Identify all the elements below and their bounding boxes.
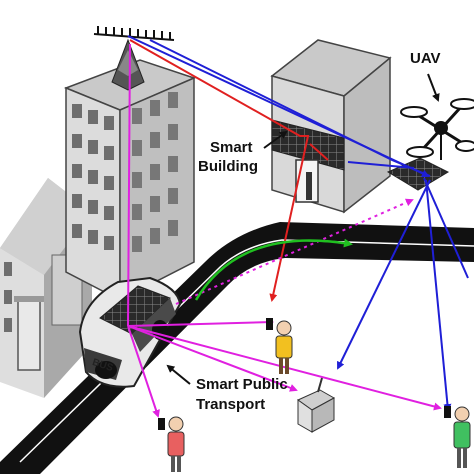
red-links <box>129 39 329 302</box>
uav-drone <box>386 98 474 191</box>
smart-building <box>270 39 392 214</box>
person-yellow <box>266 318 293 374</box>
smart-building-label-line2: Building <box>198 158 258 175</box>
green-route <box>194 238 353 301</box>
magenta-links <box>127 43 442 418</box>
smart-building-label-line1: Smart <box>210 139 253 156</box>
base-station-antenna <box>93 26 175 41</box>
label-pointers <box>166 73 440 385</box>
person-green <box>444 406 471 468</box>
person-red <box>158 416 185 472</box>
road <box>0 222 474 474</box>
iot-sensor-device <box>297 377 336 433</box>
uav-label: UAV <box>410 50 441 67</box>
transport-label-line2: Transport <box>196 396 266 413</box>
transport-label-line1: Smart Public <box>196 376 288 393</box>
blue-links <box>127 35 469 412</box>
